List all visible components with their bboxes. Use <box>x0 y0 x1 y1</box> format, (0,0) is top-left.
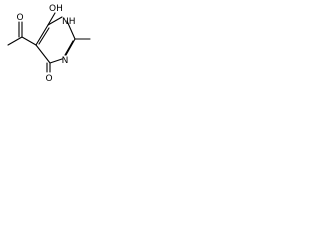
ring-n-label: N <box>62 56 69 66</box>
chemical-structure-diagram: OH NH O N O <box>7 4 91 82</box>
bond-c5-c6 <box>35 24 49 46</box>
bond-c6-n1 <box>47 16 63 26</box>
carbonyl-oxygen-label: O <box>45 74 52 82</box>
ring-nh-label: NH <box>62 17 76 27</box>
bond-n3-c4 <box>49 58 63 64</box>
bond-c6-hydroxyl <box>47 12 56 26</box>
hydroxyl-label: OH <box>49 4 63 14</box>
bond-c5-c6-double <box>38 27 50 45</box>
acetyl-oxygen-label: O <box>16 13 23 23</box>
bond-acetyl-methyl <box>7 36 23 46</box>
bond-c2-n3 <box>65 38 76 56</box>
bond-c2-n3-double <box>64 40 74 56</box>
bond-c5-acetyl <box>21 36 37 46</box>
bond-c4-c5 <box>35 44 51 64</box>
bond-n1-c2 <box>66 20 76 40</box>
